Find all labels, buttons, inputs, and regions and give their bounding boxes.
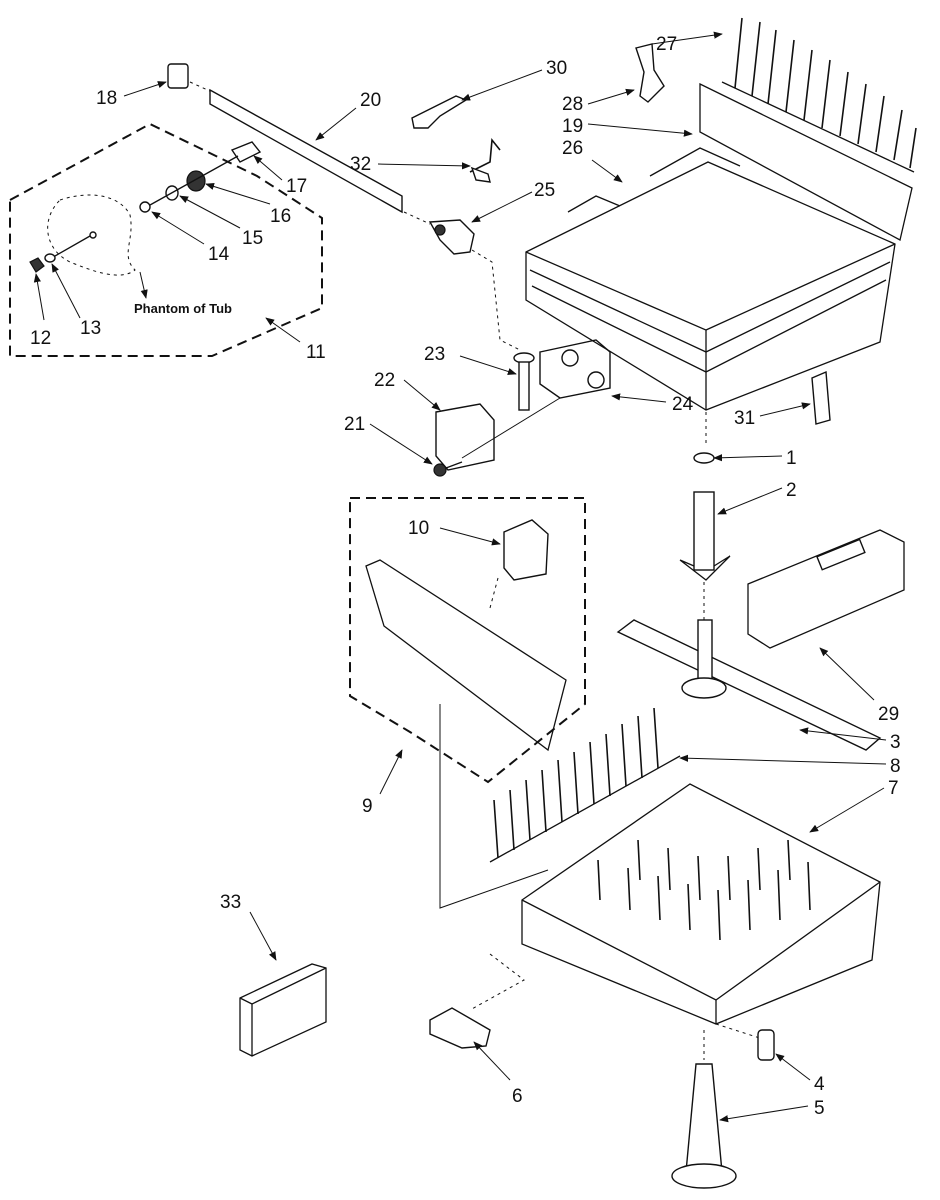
part-number-labels: 18 20 30 27 28 19 26 32 25 17 16 15 14 1… bbox=[30, 34, 901, 1119]
label-22: 22 bbox=[374, 370, 395, 391]
washer-1 bbox=[693, 452, 715, 464]
label-5: 5 bbox=[814, 1098, 825, 1119]
rack-stop-6 bbox=[429, 1007, 491, 1049]
label-12: 12 bbox=[30, 328, 51, 349]
label-6: 6 bbox=[512, 1086, 523, 1107]
cup-shelf-19 bbox=[699, 82, 913, 241]
label-15: 15 bbox=[242, 228, 263, 249]
nut-12 bbox=[29, 257, 45, 273]
label-19: 19 bbox=[562, 116, 583, 137]
label-24: 24 bbox=[672, 394, 694, 415]
label-23: 23 bbox=[424, 344, 445, 365]
spray-arm-3 bbox=[616, 619, 882, 751]
clip-28 bbox=[635, 43, 665, 103]
washer-14 bbox=[139, 201, 151, 213]
label-28: 28 bbox=[562, 94, 583, 115]
washer-13 bbox=[44, 253, 56, 263]
spring-clip-32 bbox=[469, 137, 501, 183]
label-9: 9 bbox=[362, 796, 373, 817]
tine-row-27 bbox=[721, 17, 917, 173]
label-31: 31 bbox=[734, 408, 755, 429]
label-27: 27 bbox=[656, 34, 677, 55]
rail-end-cap-18 bbox=[167, 63, 189, 89]
label-7: 7 bbox=[888, 778, 899, 799]
spray-tube-2 bbox=[679, 491, 731, 581]
label-32: 32 bbox=[350, 154, 371, 175]
rack-adjuster-24 bbox=[539, 339, 611, 399]
rail-end-17 bbox=[230, 141, 262, 163]
label-30: 30 bbox=[546, 58, 567, 79]
label-11: 11 bbox=[306, 342, 326, 363]
small-basket-33 bbox=[239, 963, 327, 1057]
label-17: 17 bbox=[286, 176, 307, 197]
leader-arrows bbox=[33, 31, 887, 1123]
label-18: 18 bbox=[96, 88, 117, 109]
bushing-4 bbox=[757, 1029, 775, 1061]
track-assembly-group-11: Phantom of Tub bbox=[9, 122, 323, 357]
phantom-of-tub-caption: Phantom of Tub bbox=[134, 301, 232, 316]
adjuster-cover-22 bbox=[435, 403, 495, 471]
label-25: 25 bbox=[534, 180, 555, 201]
tine-row-8 bbox=[489, 707, 681, 863]
adjuster-pin-23 bbox=[513, 352, 535, 411]
label-13: 13 bbox=[80, 318, 101, 339]
label-4: 4 bbox=[814, 1074, 825, 1095]
label-16: 16 bbox=[270, 206, 291, 227]
screw-21 bbox=[433, 461, 463, 477]
rack-rail-20 bbox=[209, 88, 403, 214]
wheel-16 bbox=[186, 170, 206, 192]
label-29: 29 bbox=[878, 704, 899, 725]
label-33: 33 bbox=[220, 892, 241, 913]
label-3: 3 bbox=[890, 732, 901, 753]
label-1: 1 bbox=[786, 448, 797, 469]
wheel-bracket-25 bbox=[428, 219, 475, 255]
shelf-assembly-group-9 bbox=[349, 497, 586, 784]
label-14: 14 bbox=[208, 244, 230, 265]
lower-rack-7 bbox=[521, 783, 881, 1025]
label-26: 26 bbox=[562, 138, 583, 159]
upper-rack-26 bbox=[525, 147, 896, 411]
stud bbox=[89, 231, 97, 239]
label-2: 2 bbox=[786, 480, 797, 501]
part-30 bbox=[411, 95, 468, 129]
label-20: 20 bbox=[360, 90, 381, 111]
clip-31 bbox=[811, 370, 831, 425]
silverware-basket-29 bbox=[747, 529, 905, 649]
label-10: 10 bbox=[408, 518, 429, 539]
spray-tower-5 bbox=[671, 1063, 737, 1189]
label-8: 8 bbox=[890, 756, 901, 777]
label-21: 21 bbox=[344, 414, 365, 435]
